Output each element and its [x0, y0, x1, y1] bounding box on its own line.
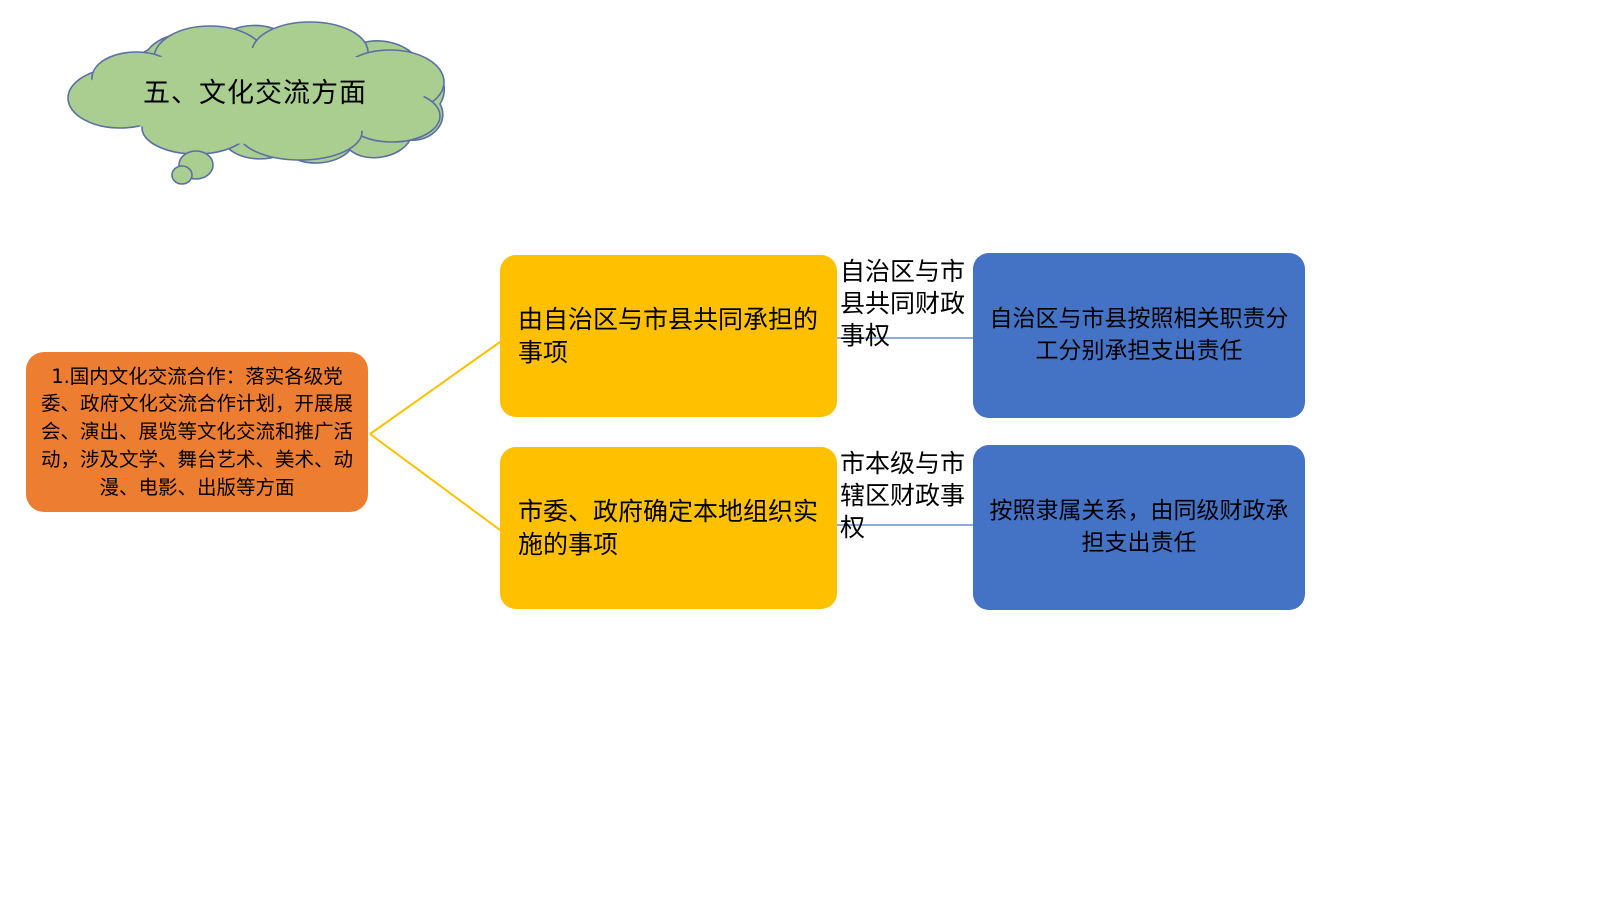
branch-node-1[interactable]: 由自治区与市县共同承担的事项	[500, 255, 837, 417]
connector-label-1: 自治区与市县共同财政事权	[840, 257, 966, 350]
branch-node-1-text: 由自治区与市县共同承担的事项	[518, 304, 819, 368]
section-title: 五、文化交流方面	[143, 78, 367, 109]
result-node-2[interactable]: 按照隶属关系，由同级财政承担支出责任	[973, 445, 1305, 610]
result-node-1-text: 自治区与市县按照相关职责分工分别承担支出责任	[989, 305, 1289, 364]
result-node-2-text: 按照隶属关系，由同级财政承担支出责任	[989, 497, 1289, 556]
source-node[interactable]: 1.国内文化交流合作：落实各级党委、政府文化交流合作计划，开展展会、演出、展览等…	[26, 352, 368, 512]
connector-label-2: 市本级与市辖区财政事权	[840, 449, 966, 542]
source-node-text: 1.国内文化交流合作：落实各级党委、政府文化交流合作计划，开展展会、演出、展览等…	[40, 364, 353, 499]
branch-node-2-text: 市委、政府确定本地组织实施的事项	[518, 496, 819, 560]
connector-source-to-branches	[369, 341, 501, 531]
branch-node-2[interactable]: 市委、政府确定本地组织实施的事项	[500, 447, 837, 609]
result-node-1[interactable]: 自治区与市县按照相关职责分工分别承担支出责任	[973, 253, 1305, 418]
